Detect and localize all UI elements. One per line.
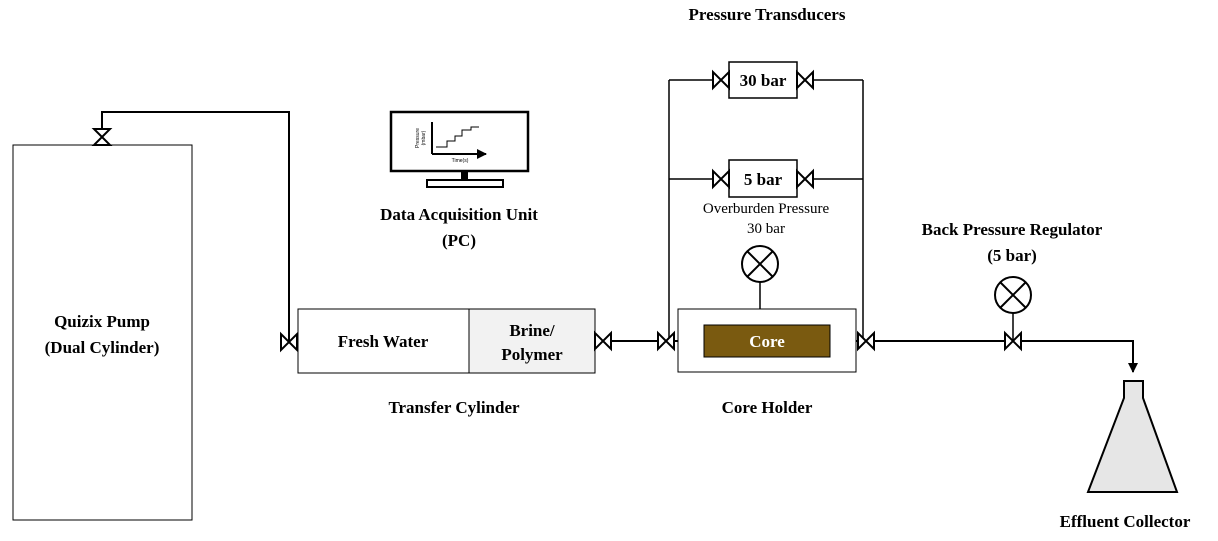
core-label: Core <box>749 332 785 351</box>
effluent-collector-label: Effluent Collector <box>1060 512 1191 531</box>
overburden-gauge <box>741 245 779 283</box>
transfer-cylinder-label: Transfer Cylinder <box>388 398 520 417</box>
screen-xlabel: Time(s) <box>452 158 469 164</box>
valves-group <box>91 69 1022 353</box>
brine-polymer-section <box>468 308 596 374</box>
screen-step-trace <box>436 126 479 148</box>
bpr-valve-icon <box>1004 330 1022 352</box>
data-acquisition-pc: Pressure (mbar) Time(s) <box>389 110 530 188</box>
bpr-label-line2: (5 bar) <box>987 246 1037 265</box>
transducer-5-bar <box>728 159 798 198</box>
outlet-line <box>856 340 1138 373</box>
transducer-5-right-valve-icon <box>796 168 814 190</box>
pump-label-line1: Quizix Pump <box>54 312 150 331</box>
overburden-label-line2: 30 bar <box>747 221 785 237</box>
monitor-frame <box>389 110 530 173</box>
back-pressure-gauge <box>994 276 1032 314</box>
monitor-base <box>426 179 504 188</box>
screen-ylabel-2: (mbar) <box>421 130 427 145</box>
transducer-30-right-valve-icon <box>796 69 814 91</box>
screen-ylabel-1: Pressure <box>415 128 421 148</box>
transducer-30-bar <box>728 61 798 99</box>
bpr-label-line1: Back Pressure Regulator <box>922 220 1103 239</box>
transducer-30-left-valve-icon <box>712 69 730 91</box>
quizix-pump <box>12 144 193 521</box>
core-sample <box>703 324 831 358</box>
cylinder-outlet-valve-icon <box>594 330 612 352</box>
brine-label-line2: Polymer <box>501 345 563 364</box>
daq-label-line1: Data Acquisition Unit <box>380 205 538 224</box>
coreholder-outlet-valve-icon <box>857 330 875 352</box>
pump-outlet-valve-icon <box>91 128 113 146</box>
monitor-stand <box>461 171 468 180</box>
overburden-label-line1: Overburden Pressure <box>703 201 830 217</box>
daq-label-line2: (PC) <box>442 231 476 250</box>
coreholder-inlet-valve-icon <box>657 330 675 352</box>
transducer-5-label: 5 bar <box>744 170 783 189</box>
fresh-water-label: Fresh Water <box>338 332 429 351</box>
brine-label-line1: Brine/ <box>509 321 555 340</box>
effluent-flask <box>1086 380 1179 493</box>
transducer-30-label: 30 bar <box>740 71 787 90</box>
pump-label-line2: (Dual Cylinder) <box>45 338 160 357</box>
transducer-5-left-valve-icon <box>712 168 730 190</box>
cylinder-inlet-valve-icon <box>280 331 298 353</box>
core-holder-label: Core Holder <box>722 398 813 417</box>
pressure-transducers-label: Pressure Transducers <box>689 5 846 24</box>
